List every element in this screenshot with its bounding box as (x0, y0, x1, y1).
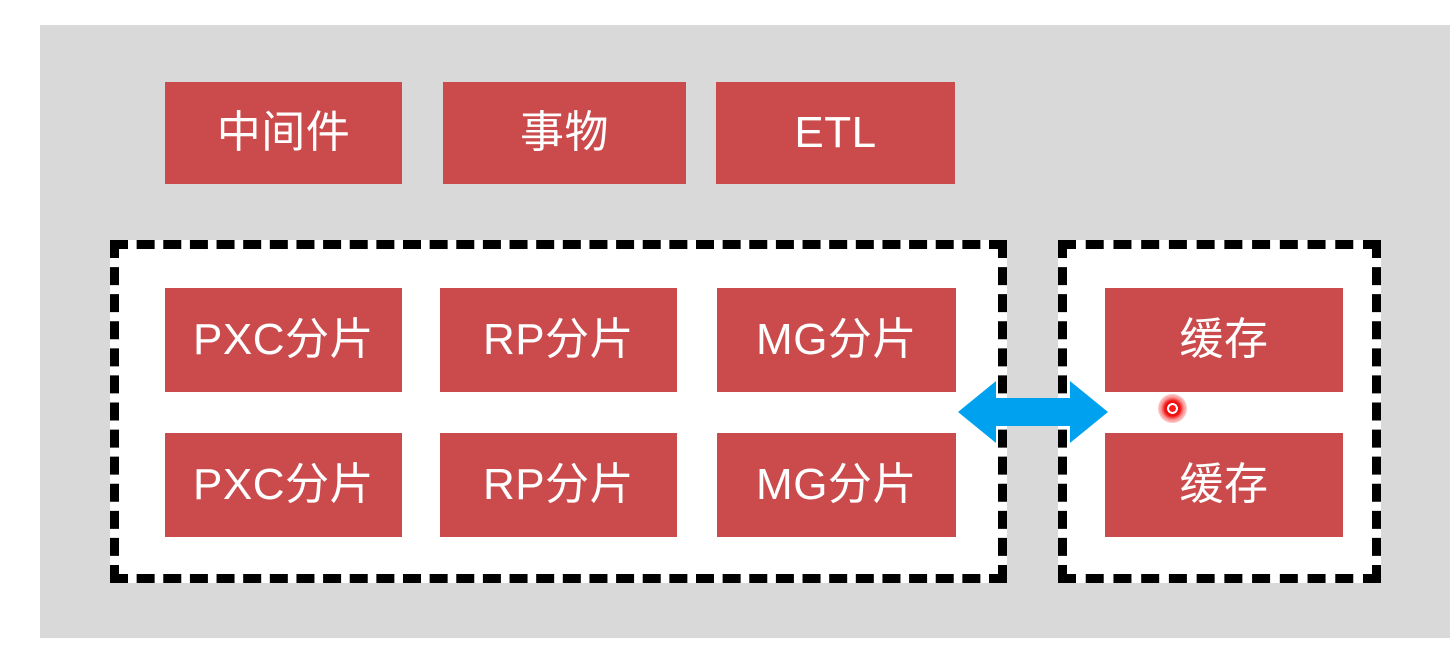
shard-box-mg-row1[interactable]: MG分片 (717, 288, 956, 392)
cursor-dot-icon (1158, 394, 1187, 423)
cache-box-row2[interactable]: 缓存 (1105, 433, 1343, 537)
cache-box-row1[interactable]: 缓存 (1105, 288, 1343, 392)
double-arrow-horizontal-icon (958, 381, 1108, 443)
top-box-middleware[interactable]: 中间件 (165, 82, 402, 184)
top-box-etl[interactable]: ETL (716, 82, 955, 184)
shard-box-rp-row1[interactable]: RP分片 (440, 288, 677, 392)
shard-box-mg-row2[interactable]: MG分片 (717, 433, 956, 537)
shard-box-rp-row2[interactable]: RP分片 (440, 433, 677, 537)
shard-box-pxc-row1[interactable]: PXC分片 (165, 288, 402, 392)
top-box-transaction[interactable]: 事物 (443, 82, 686, 184)
shard-box-pxc-row2[interactable]: PXC分片 (165, 433, 402, 537)
